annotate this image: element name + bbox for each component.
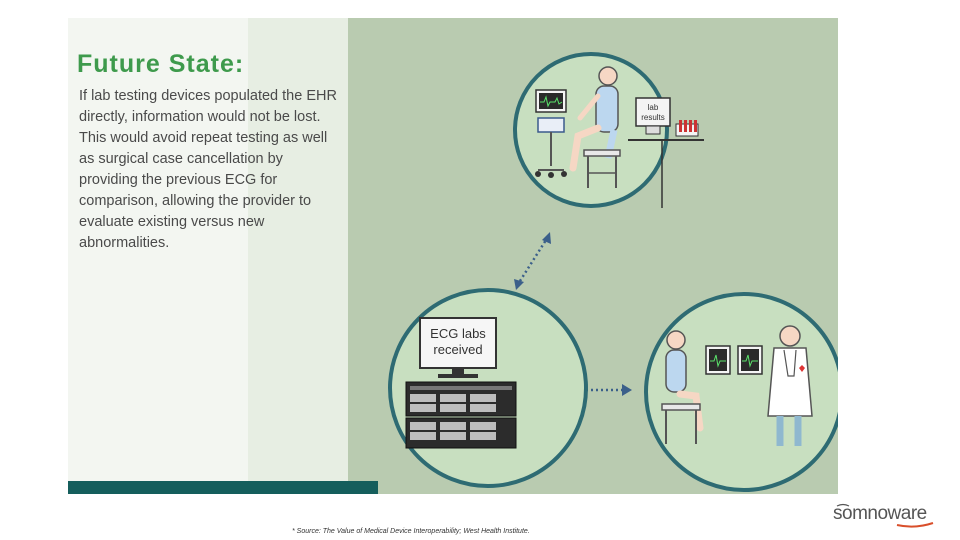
- text-panel: Future State: If lab testing devices pop…: [68, 18, 348, 494]
- lab-screen-line1: lab: [648, 103, 659, 112]
- slide-title: Future State:: [77, 50, 245, 78]
- bottom-accent-band: [68, 481, 378, 494]
- ecg-machine-icon: [535, 89, 567, 178]
- circle-lab-testing: lab results: [513, 52, 704, 208]
- monitor-icon: [705, 345, 763, 375]
- server-rack-icon: [405, 381, 517, 449]
- patient-icon: [661, 330, 704, 444]
- ecg-screen-line1: ECG labs: [430, 326, 486, 341]
- logo-swoosh-icon: [836, 503, 934, 528]
- infographic-panel: Future State: If lab testing devices pop…: [68, 18, 838, 494]
- somnoware-logo: somnoware: [833, 503, 939, 529]
- source-footnote: * Source: The Value of Medical Device In…: [292, 528, 530, 535]
- ecg-screen-line2: received: [433, 342, 482, 357]
- slide-body-text: If lab testing devices populated the EHR…: [79, 88, 337, 251]
- circle-provider-review: [644, 292, 838, 492]
- lab-computer-icon: lab results: [628, 97, 704, 208]
- doctor-icon: [767, 325, 813, 446]
- test-tubes-icon: [675, 120, 699, 137]
- monitor-icon: ECG labs received: [419, 317, 497, 378]
- arrow-top-to-left: [514, 232, 551, 290]
- interoperability-diagram: lab results ECG labs received: [388, 52, 838, 492]
- chair-icon: [583, 149, 621, 188]
- logo-text: somnoware: [833, 503, 927, 524]
- circle-ehr-server: ECG labs received: [388, 288, 588, 488]
- lab-screen-line2: results: [641, 113, 665, 122]
